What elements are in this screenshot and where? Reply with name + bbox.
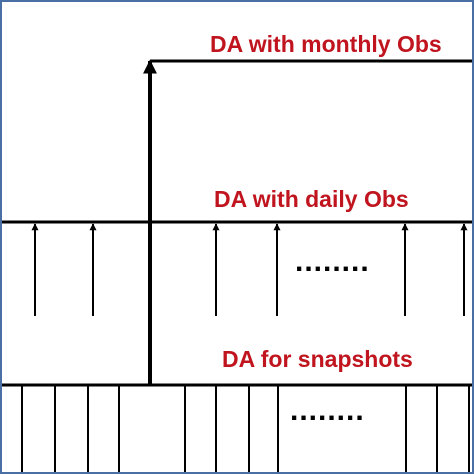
snapshots-da-label: DA for snapshots bbox=[222, 346, 413, 372]
snapshots-ellipsis: ........ bbox=[290, 394, 365, 427]
daily-ellipsis: ........ bbox=[295, 245, 370, 278]
monthly-da-label: DA with monthly Obs bbox=[210, 31, 442, 57]
daily-da-label: DA with daily Obs bbox=[214, 186, 409, 212]
